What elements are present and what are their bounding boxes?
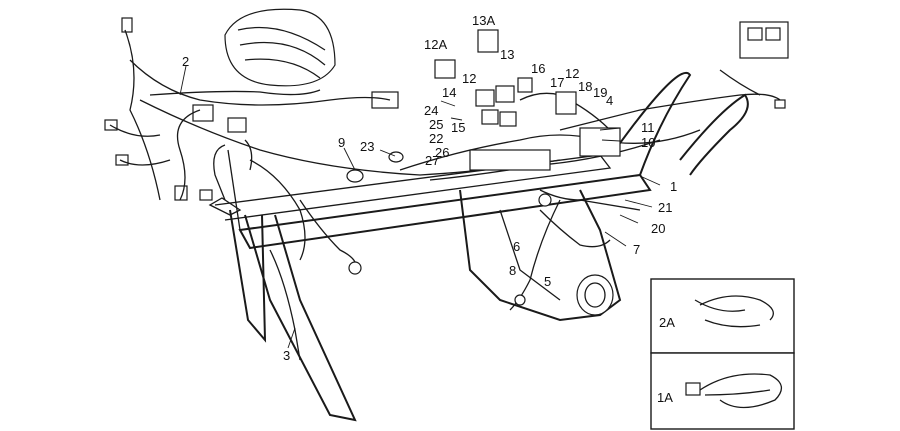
callout-24: 24 [424,103,438,118]
callout-17: 17 [550,75,564,90]
callout-12a: 12 [462,71,476,86]
wiring-harness [109,21,789,361]
callout-19: 19 [593,85,607,100]
callout-10: 10 [641,135,655,150]
callout-26: 26 [435,145,449,160]
callout-15: 15 [451,120,465,135]
callout-21: 21 [658,200,672,215]
frame [208,71,749,422]
callout-13: 13 [500,47,514,62]
front-fairing-parts [104,8,399,201]
callout-22: 22 [429,131,443,146]
callout-23: 23 [360,139,374,154]
callout-20: 20 [651,221,665,236]
callout-18: 18 [578,79,592,94]
relay-block [346,29,621,183]
inset-label-1A: 1A [657,390,673,405]
callout-11: 11 [641,120,655,135]
callout-3: 3 [283,348,290,363]
inset-2A [650,278,795,354]
callout-2: 2 [182,54,189,69]
callout-27: 27 [425,153,439,168]
leader-lines [179,65,661,349]
callout-12b: 12 [565,66,579,81]
callout-14: 14 [442,85,456,100]
callout-1: 1 [670,179,677,194]
callout-13A: 13A [472,13,495,28]
callout-9: 9 [338,135,345,150]
callout-8: 8 [509,263,516,278]
callout-5: 5 [544,274,551,289]
callout-12A: 12A [424,37,447,52]
callout-16: 16 [531,61,545,76]
inset-1A [650,352,795,430]
callout-6: 6 [513,239,520,254]
callout-4: 4 [606,93,613,108]
callout-7: 7 [633,242,640,257]
callout-labels: 1 2 3 4 5 6 7 8 9 10 11 12 12 12A 13 13A… [182,13,677,405]
inset-label-2A: 2A [659,315,675,330]
callout-25: 25 [429,117,443,132]
